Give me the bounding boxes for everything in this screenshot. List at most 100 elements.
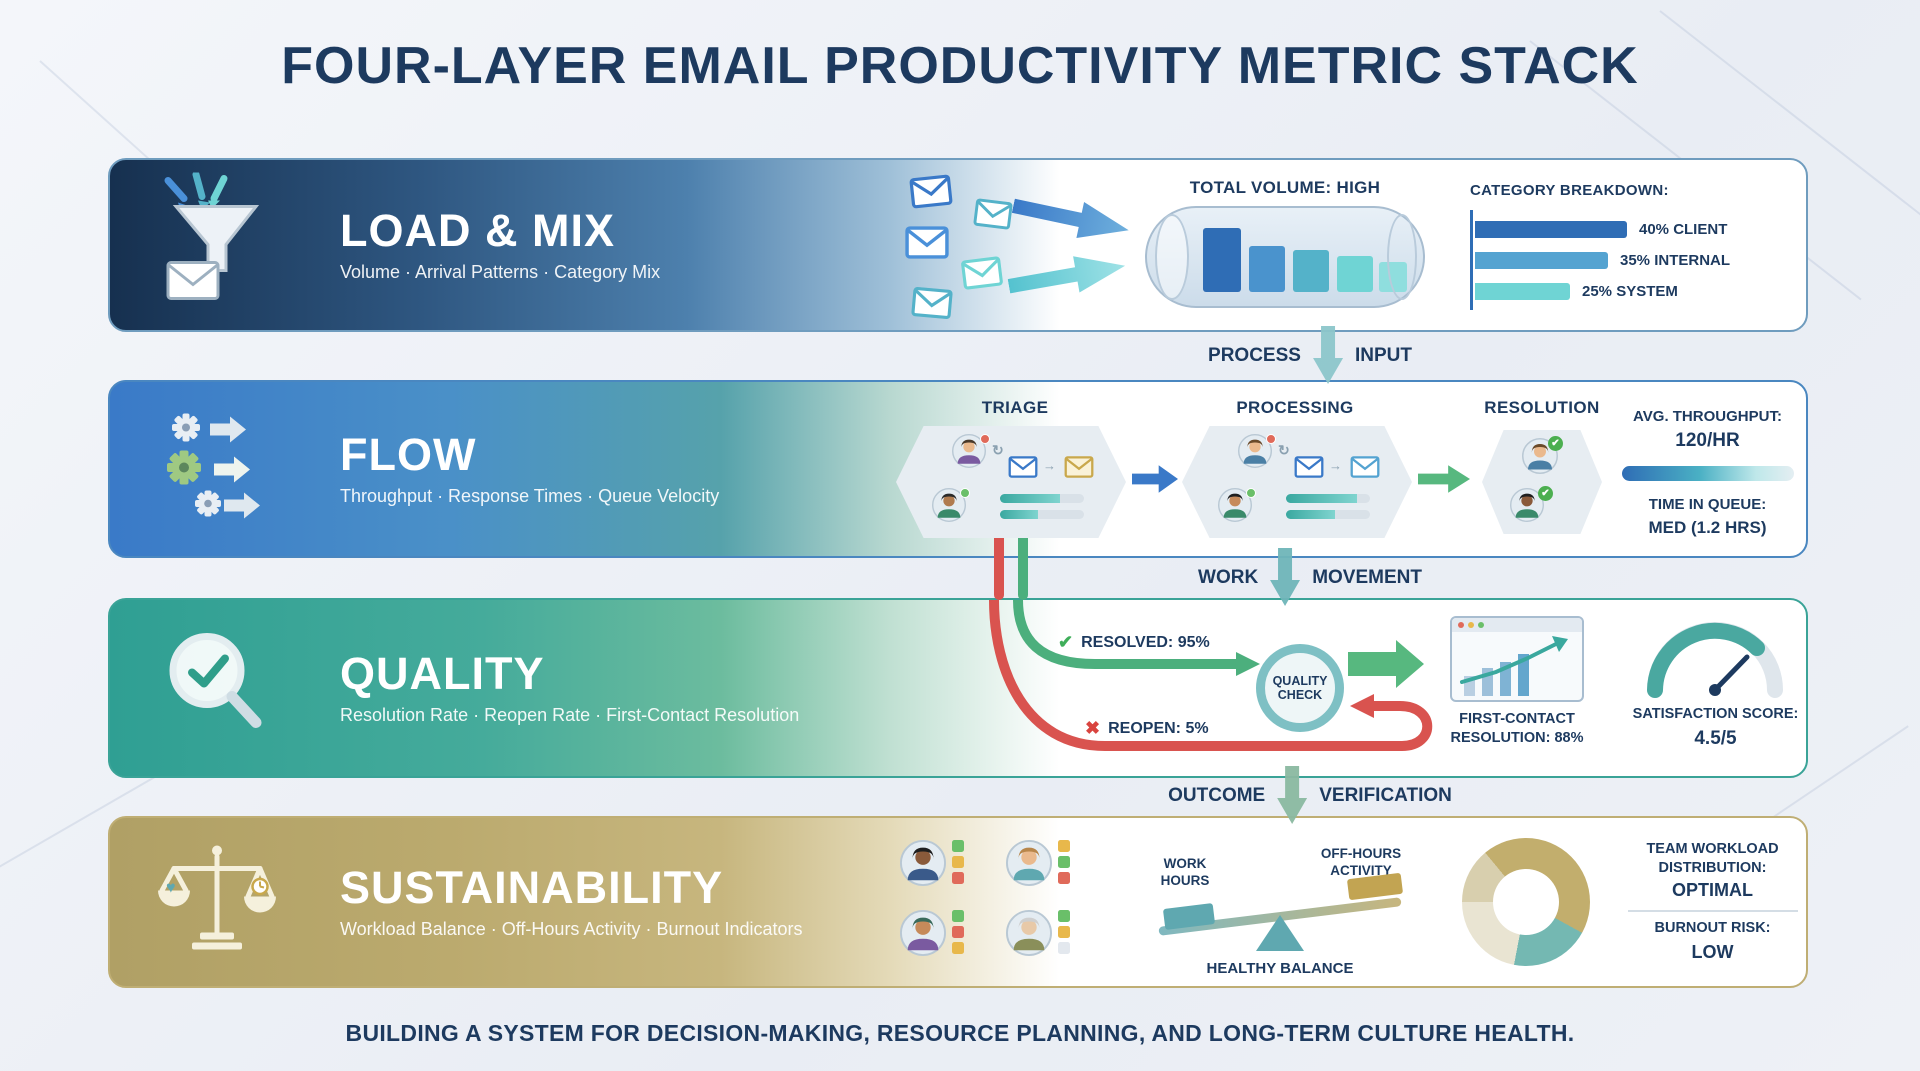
connector-process-input: PROCESS INPUT	[1208, 326, 1412, 384]
reopen-flow-stub	[994, 530, 1004, 600]
status-square	[1058, 926, 1070, 938]
balance-scale-icon: ♥	[152, 835, 282, 970]
check-icon: ✔	[1058, 632, 1074, 652]
funnel-icon	[152, 171, 282, 318]
envelope-icon	[908, 174, 953, 209]
satisfaction-gauge	[1640, 612, 1790, 702]
layer-subtitle: Throughput · Response Times · Queue Velo…	[340, 486, 720, 507]
down-arrow-icon	[1277, 766, 1308, 824]
volume-bar	[1249, 246, 1285, 292]
off-hours-label: OFF-HOURS ACTIVITY	[1320, 846, 1402, 878]
status-squares	[952, 910, 964, 954]
status-square	[952, 942, 964, 954]
mini-progress	[1286, 494, 1370, 503]
fcr-label-line2: RESOLUTION: 88%	[1450, 729, 1584, 746]
total-volume-label: TOTAL VOLUME: HIGH	[1189, 178, 1381, 197]
volume-cylinder	[1145, 206, 1425, 308]
connector-label-right: INPUT	[1354, 345, 1412, 366]
mini-progress	[1286, 510, 1370, 519]
status-dot	[960, 488, 970, 498]
category-breakdown-title: CATEGORY BREAKDOWN:	[1470, 182, 1669, 199]
avatar	[1006, 840, 1052, 886]
queue-label: TIME IN QUEUE:	[1648, 496, 1767, 513]
window-dot	[1478, 622, 1484, 628]
resolved-flow-stub	[1018, 530, 1028, 600]
layer-flow: FLOW Throughput · Response Times · Queue…	[108, 380, 1808, 600]
connector-label-right: VERIFICATION	[1319, 785, 1452, 806]
status-dot	[1266, 434, 1276, 444]
stage-label-triage: TRIAGE	[981, 398, 1049, 417]
cycle-arrow-icon: ↻	[992, 442, 1004, 458]
connector-label-right: MOVEMENT	[1312, 567, 1422, 588]
layer-title: FLOW	[340, 428, 477, 480]
envelope-icon	[905, 226, 949, 259]
layer-subtitle: Workload Balance · Off-Hours Activity · …	[340, 919, 803, 940]
connector-label-left: OUTCOME	[1168, 785, 1266, 806]
status-dot	[980, 434, 990, 444]
stage-arrow	[1132, 465, 1178, 493]
inflow-arrow	[1009, 186, 1133, 250]
throughput-value: 120/HR	[1675, 430, 1740, 451]
stats-divider	[1628, 910, 1798, 912]
inflow-arrow	[1005, 246, 1128, 306]
envelope-icon	[911, 286, 953, 319]
cylinder-end	[1387, 214, 1417, 300]
fcr-label: FIRST-CONTACT RESOLUTION: 88%	[1428, 710, 1606, 748]
satisfaction-value: 4.5/5	[1694, 728, 1737, 749]
quality-flow-lines	[989, 600, 1433, 751]
workload-label: TEAM WORKLOAD DISTRIBUTION:	[1646, 841, 1779, 876]
mini-progress	[1000, 510, 1084, 519]
fcr-label-line1: FIRST-CONTACT	[1459, 711, 1575, 727]
fcr-chart-window	[1450, 616, 1584, 702]
window-dot	[1458, 622, 1464, 628]
connector-label-left: PROCESS	[1208, 345, 1301, 366]
status-square	[1058, 856, 1070, 868]
burnout-label: BURNOUT RISK:	[1654, 920, 1771, 936]
breakdown-label: 25% SYSTEM	[1582, 282, 1678, 300]
satisfaction-label: SATISFACTION SCORE:	[1632, 706, 1799, 722]
connector-label-left: WORK	[1198, 567, 1259, 588]
breakdown-row: 40% CLIENT	[1475, 217, 1730, 241]
window-dot	[1468, 622, 1474, 628]
avatar	[900, 910, 946, 956]
page-title: FOUR-LAYER EMAIL PRODUCTIVITY METRIC STA…	[281, 37, 1639, 95]
resolved-stat: ✔ RESOLVED: 95%	[1058, 632, 1210, 653]
seesaw-fulcrum	[1256, 915, 1304, 951]
status-square	[952, 840, 964, 852]
cylinder-end	[1155, 214, 1189, 300]
window-titlebar	[1452, 618, 1582, 632]
arrow-right-icon: →	[1043, 458, 1056, 473]
mini-progress	[1000, 494, 1084, 503]
breakdown-bar-client	[1475, 220, 1627, 238]
status-square	[1058, 872, 1070, 884]
work-hours-label: WORK HOURS	[1160, 856, 1210, 888]
footer-text: BUILDING A SYSTEM FOR DECISION-MAKING, R…	[345, 1020, 1575, 1046]
down-arrow-icon	[1270, 548, 1301, 606]
envelope-icon	[1008, 456, 1038, 478]
magnifier-check-icon	[152, 621, 282, 756]
cross-icon: ✖	[1085, 718, 1101, 738]
healthy-balance-label: HEALTHY BALANCE	[1206, 960, 1354, 977]
status-dot	[1246, 488, 1256, 498]
layer-load-mix-text: LOAD & MIX Volume · Arrival Patterns · C…	[340, 207, 660, 283]
burnout-value: LOW	[1691, 942, 1734, 962]
layer-quality: QUALITY Resolution Rate · Reopen Rate · …	[108, 598, 1808, 778]
stage-label-processing: PROCESSING	[1236, 398, 1354, 417]
envelope-icon	[972, 198, 1013, 230]
layer-subtitle: Resolution Rate · Reopen Rate · First-Co…	[340, 705, 800, 726]
status-square	[1058, 840, 1070, 852]
volume-bar	[1203, 228, 1241, 292]
layer-sustainability: ♥ SUSTAINABILITY Workload Balance · Off-…	[108, 816, 1808, 988]
status-squares	[952, 840, 964, 884]
envelope-icon	[1350, 456, 1380, 478]
breakdown-label: 40% CLIENT	[1639, 220, 1728, 238]
gears-icon	[152, 402, 282, 537]
workload-donut	[1462, 838, 1590, 966]
svg-text:♥: ♥	[166, 880, 176, 897]
status-square	[952, 926, 964, 938]
envelope-icon	[1294, 456, 1324, 478]
status-square	[1058, 942, 1070, 954]
processing-stage: ↻ →	[1182, 426, 1412, 538]
layer-title: SUSTAINABILITY	[340, 861, 724, 913]
